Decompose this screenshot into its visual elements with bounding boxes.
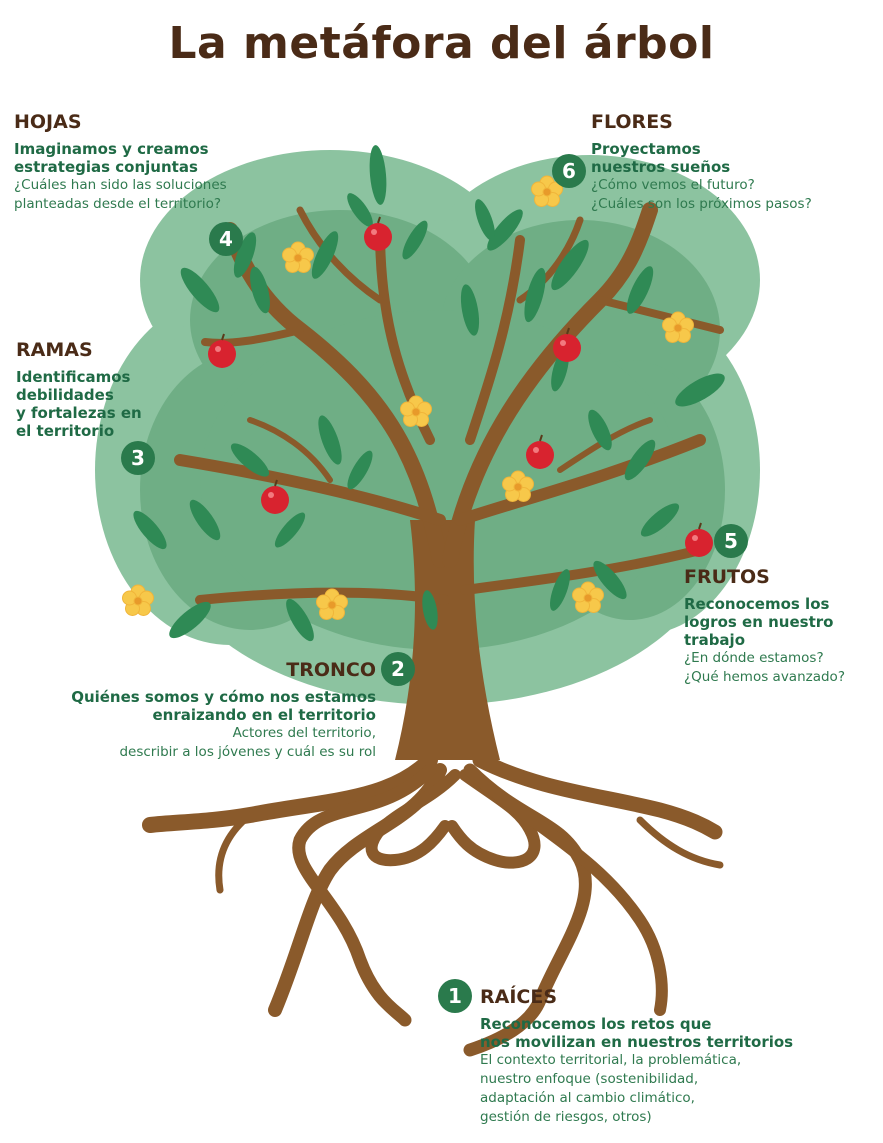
section-heading: RAMAS — [16, 339, 93, 361]
section-lead-line: el territorio — [16, 422, 115, 440]
section-detail-line: describir a los jóvenes y cuál es su rol — [119, 744, 376, 760]
section-heading: RAÍCES — [480, 986, 558, 1008]
section-lead-line: Identificamos — [16, 368, 131, 386]
step-badge-1: 1 — [438, 979, 472, 1013]
section-detail-line: nuestro enfoque (sostenibilidad, — [480, 1071, 699, 1087]
tree-apples — [208, 216, 713, 557]
section-lead-line: Imaginamos y creamos — [14, 140, 209, 158]
section-lead-line: trabajo — [684, 631, 745, 649]
section-detail-line: Actores del territorio, — [232, 725, 376, 741]
section-detail-line: ¿Cómo vemos el futuro? — [591, 177, 755, 193]
section-lead-line: y fortalezas en — [16, 404, 142, 422]
section-heading: FRUTOS — [684, 566, 770, 588]
section-heading: HOJAS — [14, 111, 82, 133]
section-detail-line: ¿Cuáles son los próximos pasos? — [591, 196, 812, 212]
section-raices: RAÍCES Reconocemos los retos que nos mov… — [480, 985, 810, 1127]
step-badge-4: 4 — [209, 222, 243, 256]
section-lead-line: estrategias conjuntas — [14, 158, 198, 176]
section-lead-line: debilidades — [16, 386, 114, 404]
section-heading: FLORES — [591, 111, 673, 133]
step-badge-6: 6 — [552, 154, 586, 188]
section-detail-line: El contexto territorial, la problemática… — [480, 1052, 742, 1068]
section-detail-line: planteadas desde el territorio? — [14, 196, 222, 212]
section-tronco: TRONCO Quiénes somos y cómo nos estamos … — [40, 658, 376, 762]
section-frutos: FRUTOS Reconocemos los logros en nuestro… — [684, 565, 879, 687]
section-lead-line: logros en nuestro — [684, 613, 834, 631]
section-detail-line: ¿Qué hemos avanzado? — [684, 669, 845, 685]
tree-trunk — [395, 520, 500, 760]
section-lead-line: nos movilizan en nuestros territorios — [480, 1033, 794, 1051]
step-badge-3: 3 — [121, 441, 155, 475]
section-lead-line: Quiénes somos y cómo nos estamos — [71, 688, 376, 706]
section-detail-line: gestión de riesgos, otros) — [480, 1109, 652, 1125]
step-badge-5: 5 — [714, 524, 748, 558]
section-detail-line: adaptación al cambio climático, — [480, 1090, 695, 1106]
section-detail-line: ¿Cuáles han sido las soluciones — [14, 177, 227, 193]
tree-roots — [142, 752, 724, 1057]
step-badge-2: 2 — [381, 652, 415, 686]
section-hojas: HOJAS Imaginamos y creamos estrategias c… — [14, 110, 314, 214]
section-lead-line: enraizando en el territorio — [152, 706, 376, 724]
section-detail-line: ¿En dónde estamos? — [684, 650, 824, 666]
section-lead-line: nuestros sueños — [591, 158, 731, 176]
section-flores: FLORES Proyectamos nuestros sueños ¿Cómo… — [591, 110, 861, 214]
section-lead-line: Reconocemos los retos que — [480, 1015, 712, 1033]
section-heading: TRONCO — [286, 659, 376, 681]
section-ramas: RAMAS Identificamos debilidades y fortal… — [16, 338, 176, 440]
section-lead-line: Proyectamos — [591, 140, 701, 158]
tree-flowers — [122, 175, 694, 620]
section-lead-line: Reconocemos los — [684, 595, 830, 613]
page-title: La metáfora del árbol — [168, 18, 715, 69]
tree-leaves — [133, 145, 725, 642]
